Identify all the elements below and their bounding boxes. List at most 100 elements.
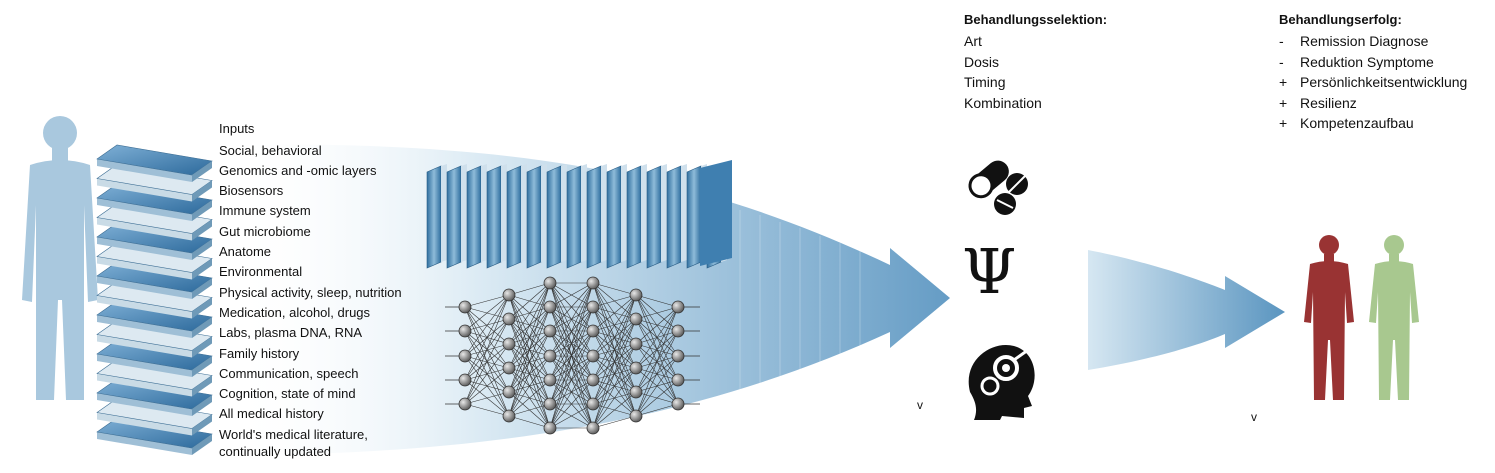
nn-node — [629, 361, 643, 375]
convolution-slabs — [426, 160, 732, 269]
nn-connection — [549, 330, 594, 429]
nn-connection — [635, 306, 679, 320]
input-funnel — [230, 144, 950, 455]
nn-connection — [508, 330, 551, 417]
data-layer-slab — [96, 378, 213, 416]
convolution-slab — [466, 164, 487, 269]
nn-connection — [549, 282, 594, 405]
input-layer-label: Immune system — [219, 203, 311, 218]
outcome-mark: + — [1279, 94, 1288, 111]
nn-connection — [508, 306, 551, 417]
outcome-mark: + — [1279, 115, 1288, 131]
nn-connection — [592, 282, 637, 296]
input-layer-label: Physical activity, sleep, nutrition — [219, 285, 402, 300]
patient-green-icon — [1369, 235, 1419, 400]
nn-node — [671, 349, 685, 363]
nn-connection — [635, 306, 679, 345]
nn-connection — [549, 282, 594, 332]
outcome-item: -Reduktion Symptome — [1279, 52, 1467, 73]
nn-node — [629, 385, 643, 399]
convolution-slab — [486, 164, 507, 269]
nn-connection — [464, 391, 510, 405]
nn-connection — [635, 330, 679, 417]
data-layer-slab — [96, 183, 213, 221]
outcome-mark: - — [1279, 53, 1284, 70]
nn-connection — [635, 403, 679, 417]
nn-node — [586, 349, 600, 363]
nn-node — [458, 300, 472, 314]
convolution-slab — [626, 164, 647, 269]
nn-connection — [592, 343, 637, 429]
selection-list: Art Dosis Timing Kombination — [964, 31, 1042, 113]
selection-title: Behandlungsselektion: — [964, 12, 1108, 27]
pills-icon — [968, 160, 1028, 215]
nn-connection — [464, 294, 510, 381]
nn-connection — [592, 294, 637, 357]
nn-node — [458, 324, 472, 338]
nn-connection — [464, 343, 510, 405]
input-layer-label: All medical history — [219, 406, 324, 421]
nn-node — [671, 373, 685, 387]
nn-connection — [508, 282, 551, 345]
selection-item: Art — [964, 33, 982, 49]
outcome-funnel — [1088, 250, 1285, 370]
nn-connection — [592, 294, 637, 332]
outcome-text: Resilienz — [1300, 94, 1357, 111]
nn-node — [543, 300, 557, 314]
nn-connection — [464, 403, 510, 417]
outcome-title: Behandlungserfolg: — [1279, 12, 1402, 27]
nn-connection — [464, 294, 510, 332]
data-layer-slab — [96, 261, 213, 299]
outcome-list: -Remission Diagnose -Reduktion Symptome … — [1279, 31, 1467, 134]
nn-connection — [464, 294, 510, 405]
nn-connection — [635, 318, 679, 332]
nn-node — [629, 409, 643, 423]
outcome-text: Persönlichkeitsentwicklung — [1300, 74, 1468, 90]
funnel-striations — [739, 210, 861, 395]
nn-node — [586, 421, 600, 435]
neural-network — [445, 276, 700, 435]
nn-connection — [464, 294, 510, 357]
selection-item: Timing — [964, 74, 1006, 90]
nn-connection — [592, 367, 637, 429]
outcome-item: +Persönlichkeitsentwicklung — [1279, 72, 1467, 93]
nn-connection — [549, 282, 594, 381]
nn-node — [502, 288, 516, 302]
nn-node — [502, 385, 516, 399]
data-layer-slab — [96, 164, 213, 202]
convolution-slab — [506, 164, 527, 269]
nn-connection — [635, 306, 679, 417]
convolution-slab — [546, 164, 567, 269]
input-layer-label: Anatome — [219, 244, 272, 259]
nn-connection — [508, 282, 551, 417]
input-layer-label: Medication, alcohol, drugs — [219, 305, 371, 320]
nn-connection — [635, 306, 679, 369]
head-gears-icon — [968, 344, 1035, 420]
data-layer-slab — [96, 203, 213, 241]
convolution-slab — [606, 164, 627, 269]
outcome-text: Remission Diagnose — [1300, 33, 1429, 49]
nn-node — [586, 276, 600, 290]
input-layer-label: World's medical literature, — [219, 427, 368, 442]
selection-item: Dosis — [964, 53, 1000, 70]
data-layer-slab — [96, 417, 213, 455]
nn-connection — [549, 403, 594, 429]
data-layer-slab — [96, 320, 213, 358]
data-layer-slab — [96, 359, 213, 397]
nn-connection — [508, 415, 551, 429]
nn-connection — [508, 282, 551, 393]
nn-node — [586, 324, 600, 338]
human-silhouette-icon — [22, 116, 98, 400]
data-layer-slab — [96, 339, 213, 377]
nn-connection — [508, 403, 551, 417]
nn-connection — [549, 306, 594, 429]
input-layer-label: Biosensors — [219, 183, 284, 198]
nn-connection — [549, 282, 594, 429]
data-layer-slab — [96, 281, 213, 319]
nn-connection — [549, 282, 594, 357]
nn-node — [458, 397, 472, 411]
convolution-slab — [566, 164, 587, 269]
outcome-item: + Resilienz — [1279, 93, 1467, 114]
nn-connection — [549, 355, 594, 429]
